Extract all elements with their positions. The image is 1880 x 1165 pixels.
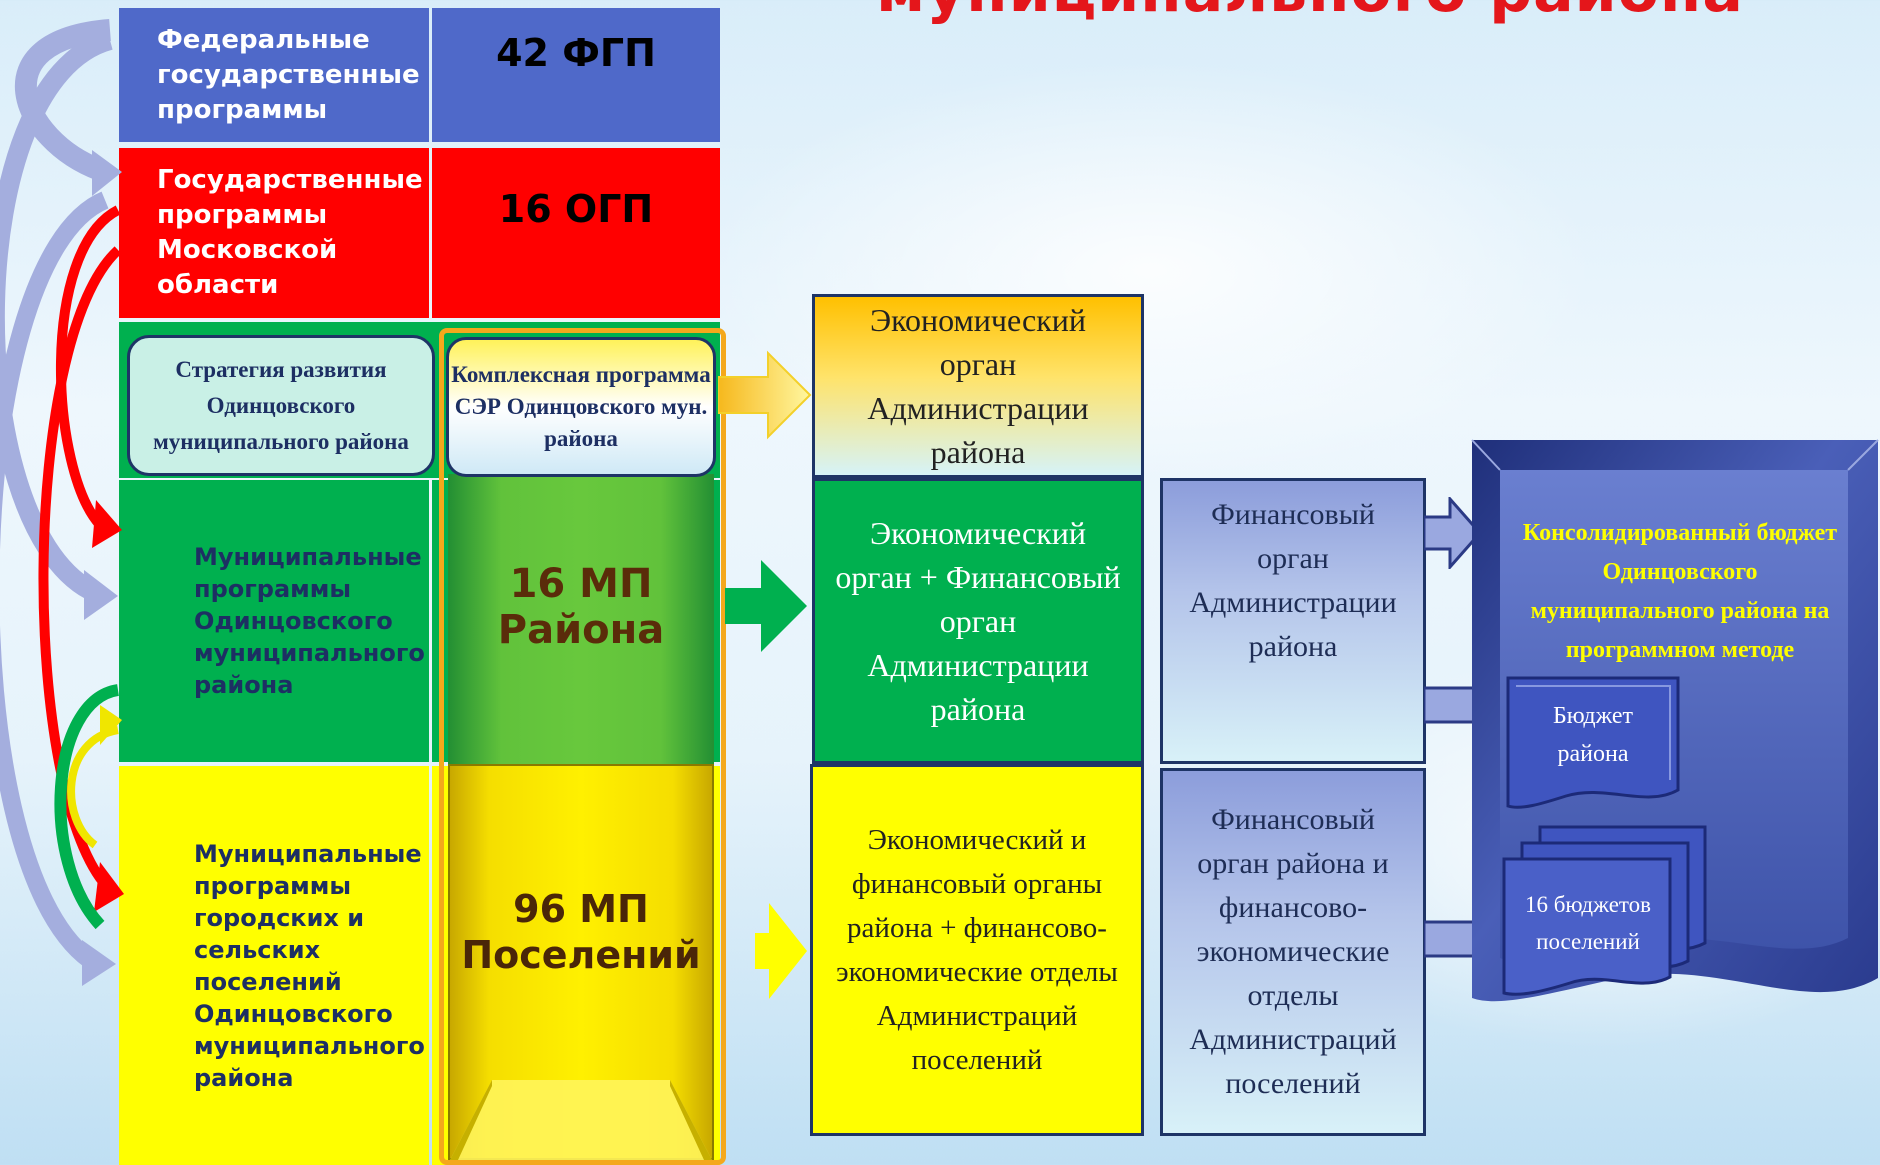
arrow-regional-to-settlement <box>0 191 109 968</box>
economic-financial-body-box: Экономический орган + Финансовый орган А… <box>812 478 1144 764</box>
arrow-regional-to-settlement-red <box>38 246 122 894</box>
financial-settlement-box: Финансовый орган района и финансово-экон… <box>1160 768 1426 1136</box>
arrow-yellow-head <box>100 705 122 745</box>
settlement-programs-count: 96 МП Поселений <box>461 887 701 977</box>
page-title: муниципального района <box>760 0 1860 26</box>
arrow-federal-to-municipal-head <box>84 570 118 620</box>
municipal-programs-label: Муниципальные программы Одинцовского мун… <box>119 480 429 762</box>
federal-programs-label: Федеральные государственные программы <box>119 8 429 142</box>
arrow-federal-to-regional-head <box>92 150 122 196</box>
arrow-municipal-to-settlement <box>54 684 120 930</box>
arrow-to-settlement-bodies <box>755 903 807 999</box>
federal-programs-count: 42 ФГП <box>432 8 720 142</box>
settlement-budgets-label: 16 бюджетов поселений <box>1524 892 1652 954</box>
settlement-budgets-stack <box>1502 825 1707 996</box>
curved-arrows <box>0 19 124 986</box>
arrow-regional-to-settlement-red-head <box>94 862 124 912</box>
arrow-federal-to-regional <box>14 19 111 181</box>
settlement-bodies-box: Экономический и финансовый органы района… <box>810 764 1144 1136</box>
complex-program-column <box>439 328 726 1165</box>
arrow-to-economic-body <box>718 350 812 440</box>
settlement-programs-label: Муниципальные программы городских и сель… <box>119 766 429 1165</box>
district-budget-label: Бюджет района <box>1552 703 1634 767</box>
district-budget-shape <box>1506 676 1680 809</box>
financial-body-box: Финансовый орган Администрации района <box>1160 478 1426 764</box>
regional-programs-count: 16 ОГП <box>432 148 720 318</box>
municipal-programs-count: 16 МП Района <box>497 561 665 653</box>
arrow-to-consolidated <box>1424 497 1482 569</box>
arrow-regional-to-settlement-head <box>82 940 116 986</box>
consolidated-budget-label: Консолидированный бюджет Одинцовского му… <box>1522 520 1838 663</box>
arrow-regional-to-municipal-head <box>92 500 122 548</box>
strategy-box: Стратегия развития Одинцовского муниципа… <box>127 335 435 476</box>
arrow-municipal-to-settlement-yellow <box>67 726 119 849</box>
economic-body-box: Экономический орган Администрации района <box>812 294 1144 478</box>
regional-programs-label: Государственные программы Московской обл… <box>119 148 429 318</box>
arrow-to-economic-financial <box>725 560 807 652</box>
settlement-column-bevel <box>450 1080 712 1160</box>
municipal-column-bar <box>448 474 714 764</box>
complex-program-box: Комплексная программа СЭР Одинцовского м… <box>446 337 716 477</box>
